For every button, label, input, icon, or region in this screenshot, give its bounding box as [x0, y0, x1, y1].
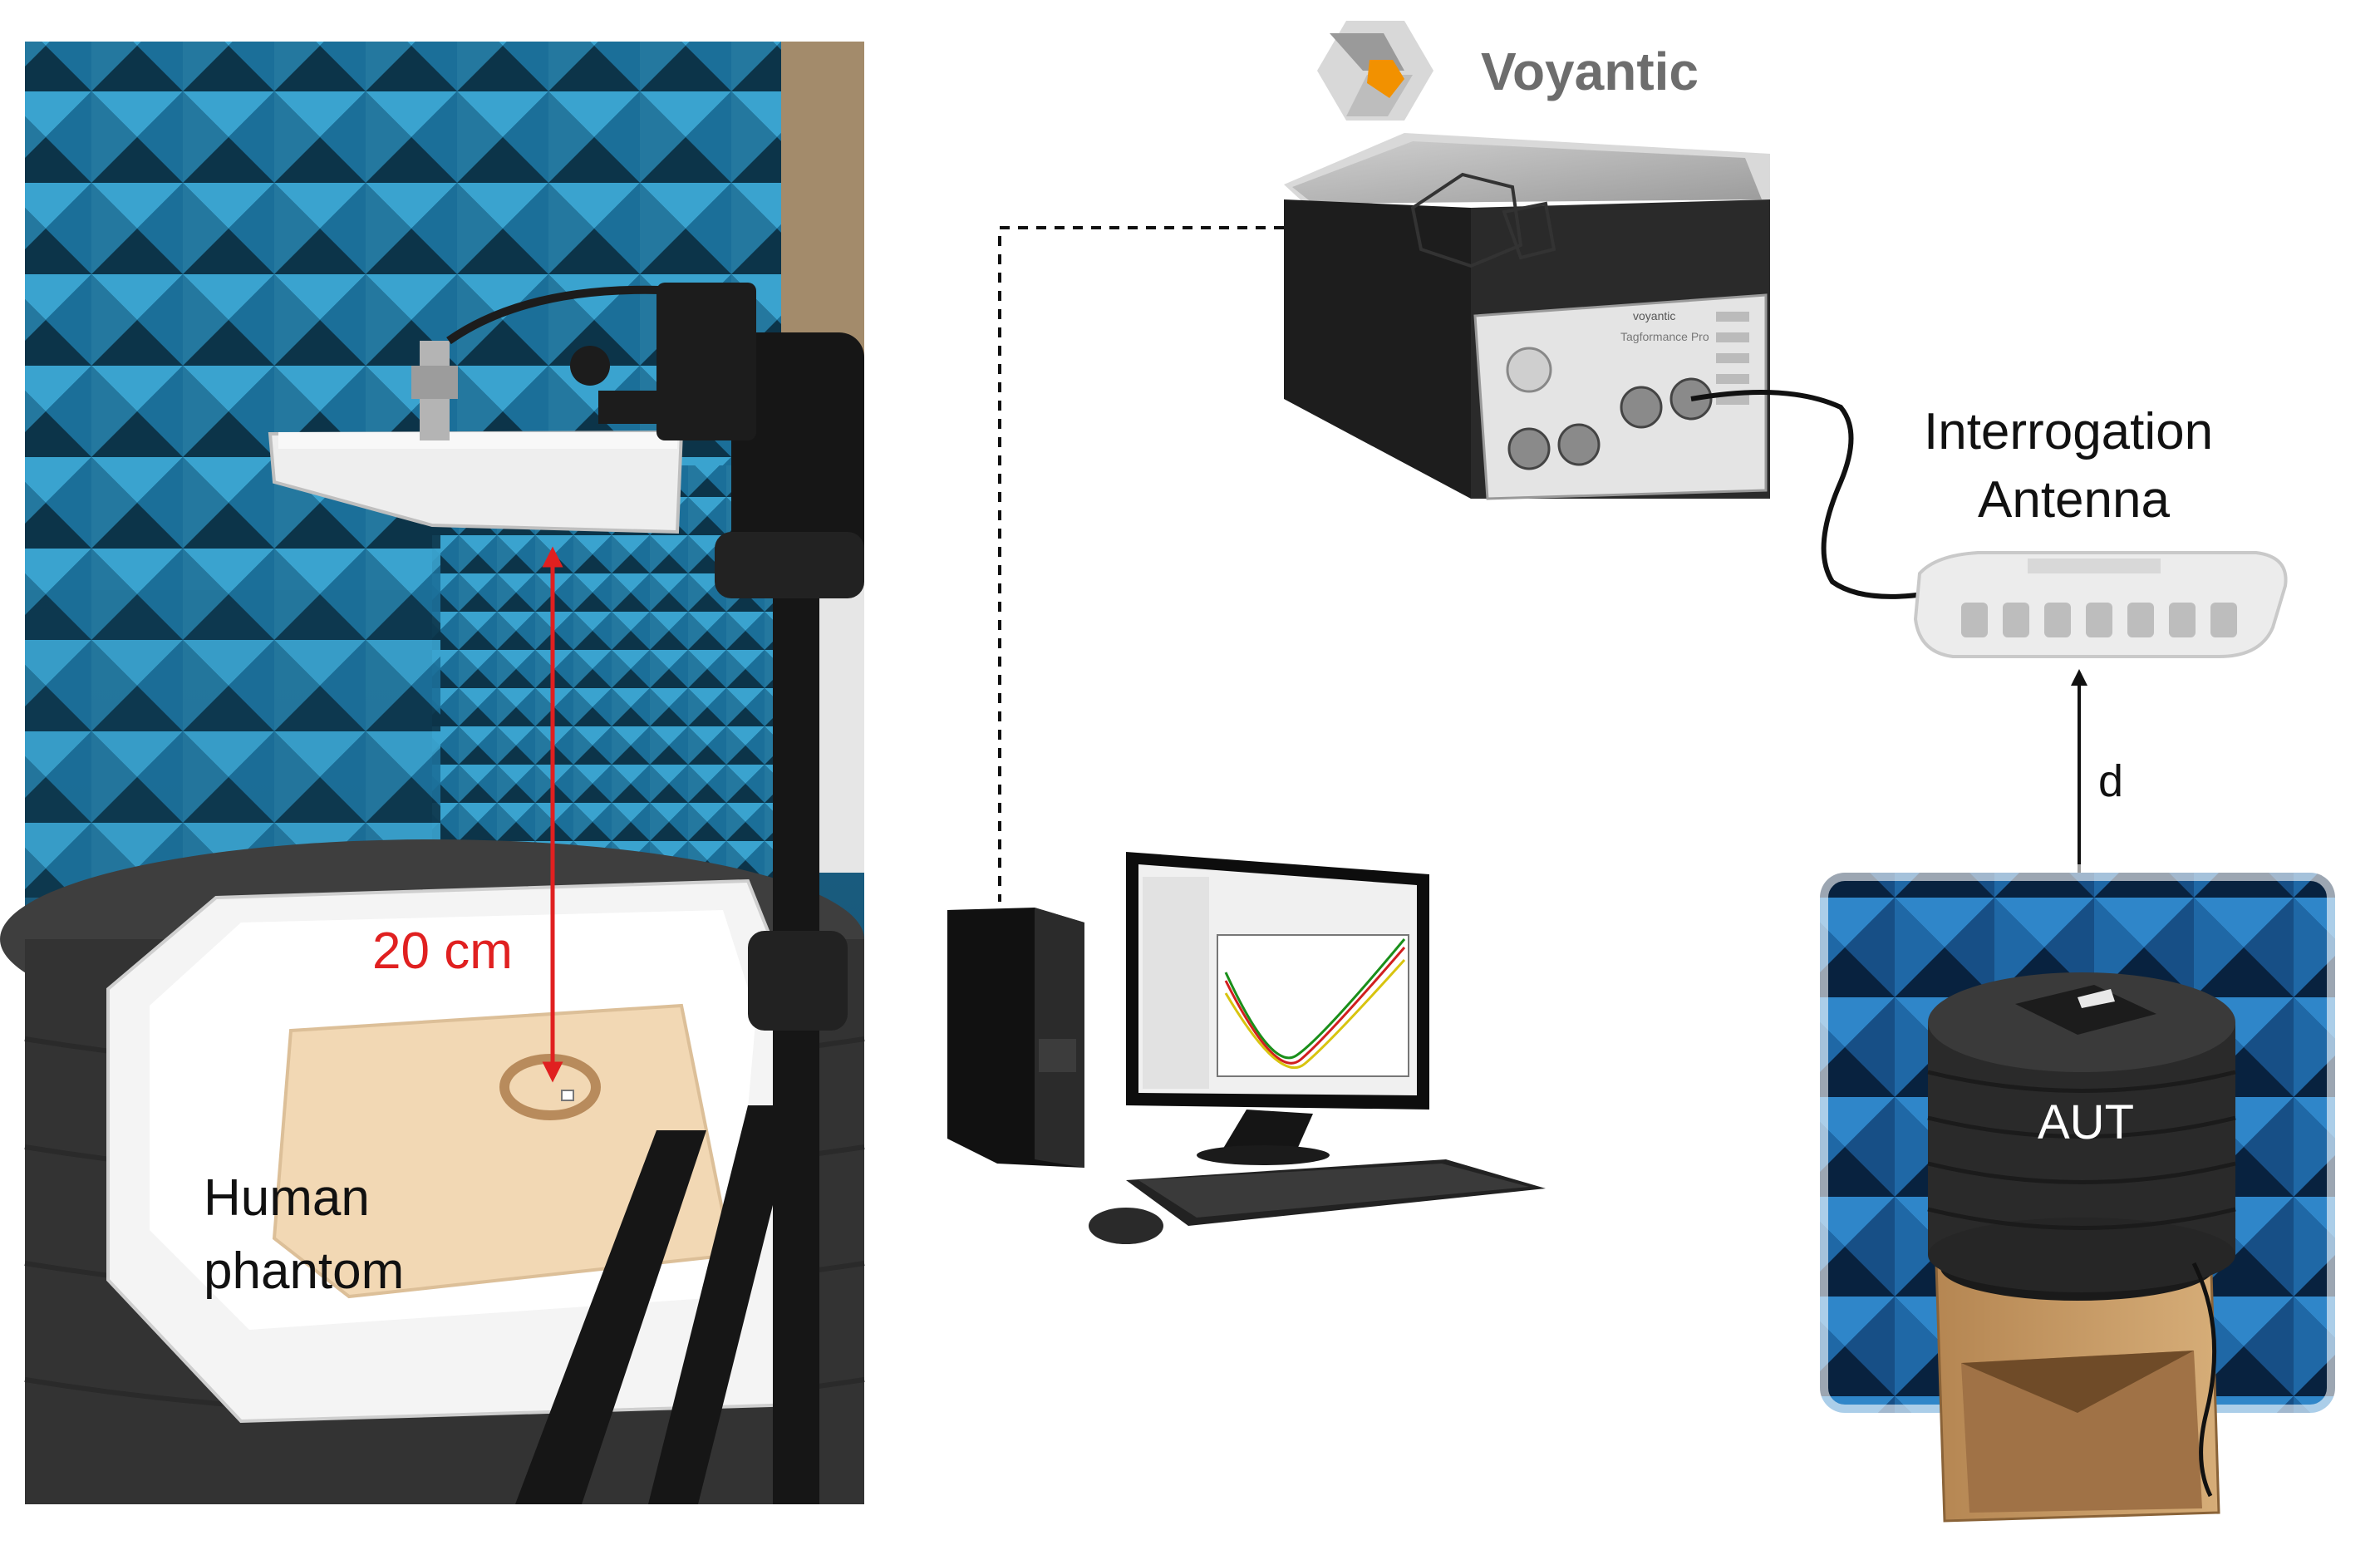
- aut-label: AUT: [2038, 1095, 2134, 1149]
- device-model: Tagformance Pro: [1620, 330, 1709, 343]
- mouse: [1089, 1208, 1163, 1244]
- height-label: 20 cm: [372, 923, 513, 980]
- aut-photo: AUT: [1820, 873, 2335, 1521]
- interrogation-label-line2: Antenna: [1978, 471, 2171, 529]
- distance-label: d: [2098, 756, 2123, 806]
- device-brand-small: voyantic: [1633, 309, 1675, 322]
- power-button: [1507, 348, 1551, 391]
- anechoic-chamber-photo: 20 cm Human phantom: [0, 42, 864, 1504]
- computer-monitor: [1126, 852, 1429, 1165]
- voyantic-logo: Voyantic: [1317, 21, 1699, 121]
- human-phantom-label-line2: phantom: [204, 1242, 404, 1300]
- keyboard: [1126, 1159, 1546, 1226]
- computer-tower: [947, 908, 1084, 1168]
- human-phantom-label-line1: Human: [204, 1169, 370, 1227]
- pc-reader-link: [1000, 228, 1284, 902]
- interrogation-label-line1: Interrogation: [1924, 403, 2213, 460]
- tagformance-reader: voyantic Tagformance Pro: [1284, 133, 1770, 499]
- interrogation-antenna: [1915, 553, 2286, 657]
- voyantic-wordmark: Voyantic: [1481, 42, 1699, 101]
